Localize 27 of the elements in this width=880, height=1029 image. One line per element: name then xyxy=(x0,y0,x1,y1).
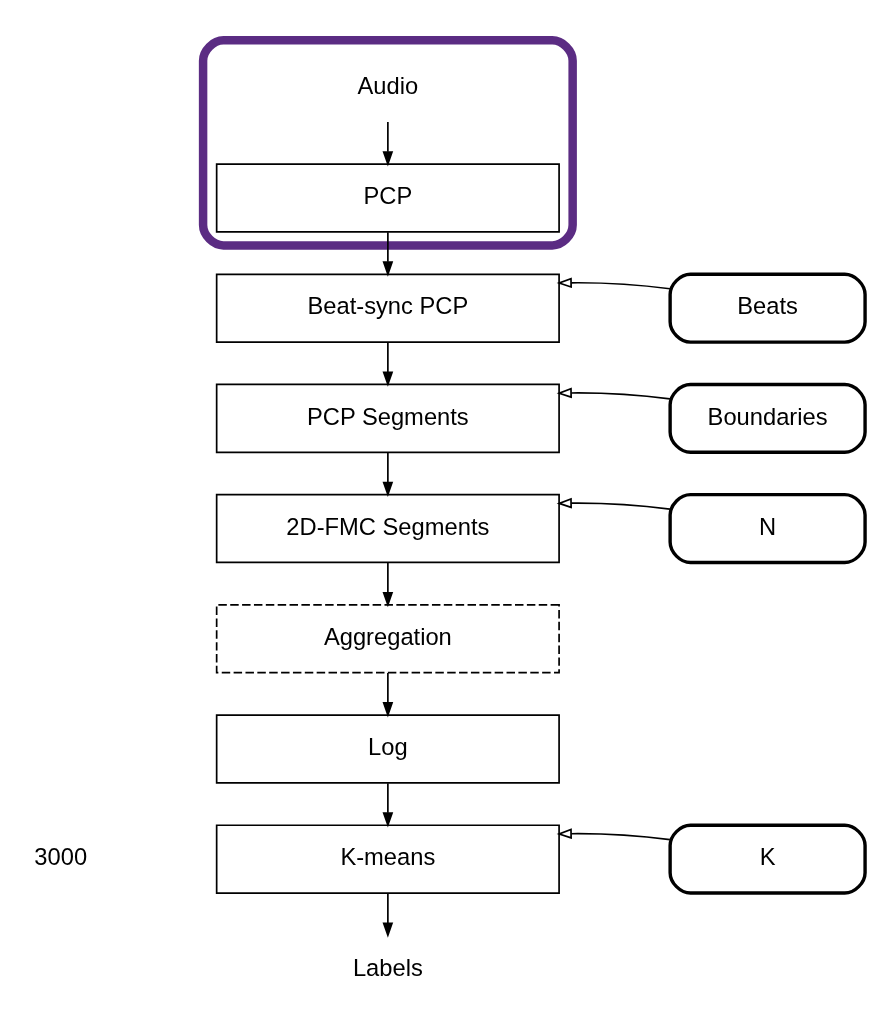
node-box: PCP Segments xyxy=(215,383,560,453)
label: 3000 xyxy=(34,843,88,870)
arrow xyxy=(382,561,394,607)
node-box: Boundaries xyxy=(668,382,867,454)
arrow xyxy=(382,230,394,277)
node-box: Beat-sync PCP xyxy=(215,272,560,343)
node-box: 2D-FMC Segments xyxy=(215,493,560,563)
arrow xyxy=(382,781,394,828)
arrow xyxy=(556,497,671,510)
node-text: Labels xyxy=(352,954,423,981)
node-box: Beats xyxy=(668,272,867,344)
arrow xyxy=(382,451,394,497)
node-box: Log xyxy=(215,713,560,784)
node-box: K-means xyxy=(215,823,560,894)
node-text: Audio xyxy=(357,72,419,99)
node-box: Aggregation xyxy=(215,603,560,673)
arrow xyxy=(556,387,671,400)
arrow xyxy=(556,276,671,290)
node-box: N xyxy=(668,492,867,564)
cluster xyxy=(198,35,577,250)
arrow xyxy=(556,827,671,841)
arrow xyxy=(382,671,394,717)
arrow xyxy=(382,892,394,938)
node-box: K xyxy=(668,823,867,895)
node-box: PCP xyxy=(215,162,560,233)
arrow xyxy=(382,341,394,387)
arrow xyxy=(382,120,394,166)
